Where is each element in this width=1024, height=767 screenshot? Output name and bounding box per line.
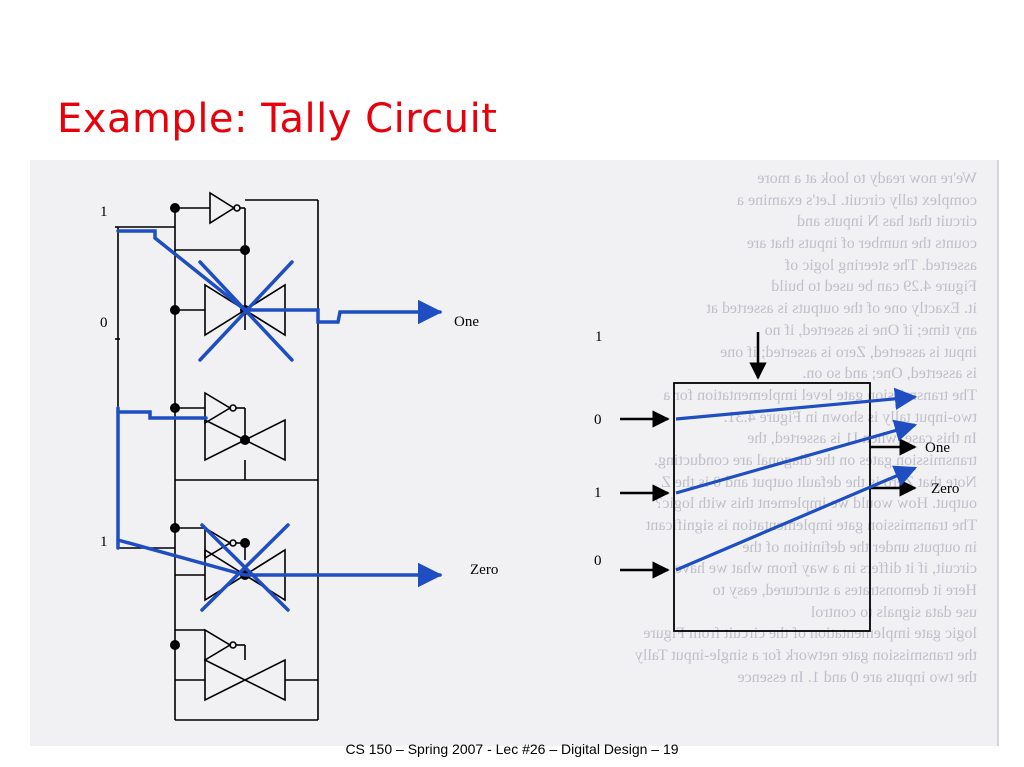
blue-route-2 bbox=[675, 419, 918, 495]
blue-route-1 bbox=[675, 387, 918, 421]
right-row-label-2: 0 bbox=[594, 553, 602, 569]
slide-title: Example: Tally Circuit bbox=[57, 96, 498, 142]
left-input-lower-label: 1 bbox=[100, 534, 108, 550]
right-top-input-label: 1 bbox=[595, 329, 603, 345]
slide-footer: CS 150 – Spring 2007 - Lec #26 – Digital… bbox=[345, 741, 679, 757]
right-output-zero-label: Zero bbox=[931, 481, 959, 497]
left-output-one-label: One bbox=[454, 314, 479, 330]
blue-route-3 bbox=[675, 465, 918, 572]
left-transmission-gate-circuit bbox=[115, 191, 319, 721]
path-to-one bbox=[116, 229, 443, 325]
left-input-1-label: 1 bbox=[100, 204, 108, 220]
left-output-zero-label: Zero bbox=[470, 562, 498, 578]
path-to-zero bbox=[116, 538, 443, 588]
path-mid bbox=[116, 410, 208, 420]
switch-box bbox=[673, 382, 871, 632]
cross-mark-lower-b bbox=[200, 523, 290, 612]
junction-dots bbox=[170, 203, 250, 650]
right-row-label-1: 1 bbox=[594, 485, 602, 501]
right-row-label-0: 0 bbox=[594, 412, 602, 428]
left-input-0-label: 0 bbox=[100, 315, 108, 331]
left-blue-highlights bbox=[116, 229, 443, 612]
right-block-diagram: 1 0 1 0 One Zero bbox=[594, 329, 959, 632]
right-output-one-label: One bbox=[925, 440, 950, 456]
